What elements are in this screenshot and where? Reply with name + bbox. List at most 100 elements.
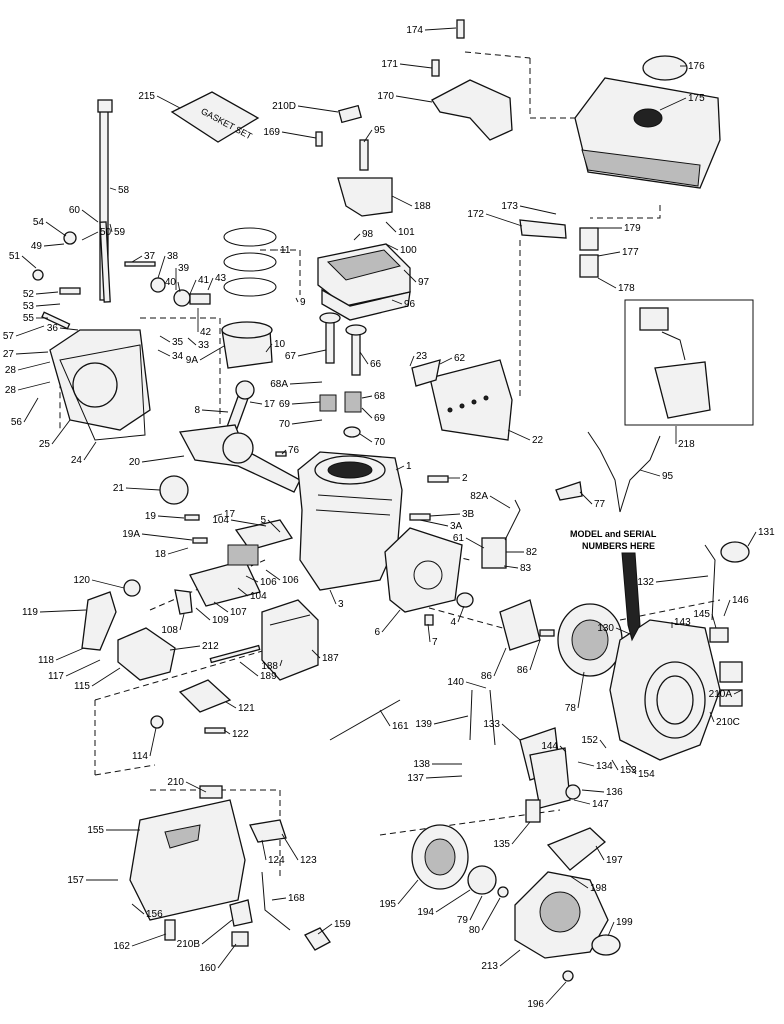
callout-168: 168 xyxy=(288,893,305,904)
leader-line-37 xyxy=(131,255,143,263)
callout-82A: 82A xyxy=(470,491,488,502)
leader-line-49 xyxy=(43,243,65,247)
leader-line-67 xyxy=(297,349,327,357)
leader-line-98 xyxy=(353,233,361,241)
leader-line-76 xyxy=(281,449,287,455)
leader-line-196 xyxy=(545,981,567,1005)
callout-109: 109 xyxy=(212,615,229,626)
leader-line-86a xyxy=(493,647,507,677)
leader-line-28b xyxy=(17,381,51,391)
leader-lines xyxy=(15,27,757,1005)
leader-line-109 xyxy=(195,607,211,621)
leader-line-108 xyxy=(179,613,185,631)
leader-line-153 xyxy=(611,759,619,771)
leader-line-86b xyxy=(529,639,541,671)
leader-line-197 xyxy=(595,845,605,861)
callout-124: 124 xyxy=(268,855,285,866)
callout-20: 20 xyxy=(129,457,141,468)
leader-line-57 xyxy=(15,325,45,337)
callout-147: 147 xyxy=(592,799,609,810)
leader-line-187 xyxy=(311,649,321,659)
leader-line-154 xyxy=(625,759,637,775)
callout-171: 171 xyxy=(381,59,398,70)
callout-21: 21 xyxy=(113,483,125,494)
leader-line-147 xyxy=(573,799,591,805)
callout-39: 39 xyxy=(178,263,190,274)
leader-line-210C xyxy=(709,711,715,723)
callout-95b: 95 xyxy=(662,471,674,482)
leader-line-17a xyxy=(249,401,263,405)
callout-70a: 70 xyxy=(279,419,291,430)
callout-69a: 69 xyxy=(279,399,291,410)
callout-95a: 95 xyxy=(374,125,386,136)
leader-line-120 xyxy=(91,579,125,589)
callout-159: 159 xyxy=(334,919,351,930)
callout-25: 25 xyxy=(39,439,51,450)
leader-line-78 xyxy=(577,671,585,709)
leader-line-51 xyxy=(21,255,37,269)
leader-line-69a xyxy=(291,401,321,405)
callout-6: 6 xyxy=(374,627,380,638)
leader-line-123 xyxy=(281,833,299,861)
leader-line-9 xyxy=(295,297,299,303)
callout-212: 212 xyxy=(202,641,219,652)
leader-line-34 xyxy=(157,349,171,357)
callout-96: 96 xyxy=(404,299,416,310)
callout-210: 210 xyxy=(167,777,184,788)
serial-arrow xyxy=(621,552,641,642)
callout-118: 118 xyxy=(38,655,54,666)
leader-line-27 xyxy=(15,351,49,355)
leader-line-36 xyxy=(59,327,79,331)
callout-98: 98 xyxy=(362,229,374,240)
leader-line-136 xyxy=(581,789,605,793)
callout-170: 170 xyxy=(377,91,394,102)
leader-line-135 xyxy=(511,821,531,845)
leader-line-1 xyxy=(395,465,405,471)
leader-line-53 xyxy=(35,303,61,307)
leader-line-24 xyxy=(83,441,97,461)
callout-187: 187 xyxy=(322,653,339,664)
leader-line-66 xyxy=(359,351,369,365)
leader-line-43 xyxy=(207,277,214,291)
leader-line-134 xyxy=(577,761,595,767)
part-shapes xyxy=(32,19,754,982)
leader-line-194 xyxy=(435,889,471,913)
leader-line-68 xyxy=(361,395,373,399)
callout-198: 198 xyxy=(590,883,607,894)
callout-19: 19 xyxy=(145,511,157,522)
leader-line-62 xyxy=(439,357,453,365)
leader-line-144 xyxy=(559,745,567,753)
leader-line-188 xyxy=(391,195,413,207)
leader-line-95b xyxy=(639,469,661,477)
callout-123: 123 xyxy=(300,855,317,866)
callout-172: 172 xyxy=(467,209,484,220)
callout-114: 114 xyxy=(132,751,148,762)
callout-82: 82 xyxy=(526,547,538,558)
callout-35: 35 xyxy=(172,337,184,348)
leader-line-173 xyxy=(519,205,557,215)
leader-line-106b xyxy=(245,575,259,583)
leader-line-122 xyxy=(223,729,231,735)
callout-58: 58 xyxy=(118,185,130,196)
callout-33: 33 xyxy=(198,340,210,351)
leader-line-104a xyxy=(230,519,267,527)
leader-line-139 xyxy=(433,715,469,725)
leader-line-101 xyxy=(385,221,397,233)
callout-52: 52 xyxy=(23,289,35,300)
leader-line-174 xyxy=(424,27,457,31)
callout-136: 136 xyxy=(606,787,623,798)
callout-104a: 104 xyxy=(212,515,229,526)
callout-145: 145 xyxy=(693,609,710,620)
callout-50: 50 xyxy=(100,227,112,238)
leader-line-3 xyxy=(329,589,337,605)
callout-70b: 70 xyxy=(374,437,386,448)
leader-line-175 xyxy=(659,97,687,111)
callout-107: 107 xyxy=(230,607,247,618)
model-serial-note-line-1: MODEL and SERIAL xyxy=(570,529,657,539)
leader-line-189 xyxy=(239,661,259,677)
leader-line-97 xyxy=(403,269,417,283)
callout-10: 10 xyxy=(274,339,286,350)
leader-line-146 xyxy=(723,599,731,617)
callout-67: 67 xyxy=(285,351,297,362)
